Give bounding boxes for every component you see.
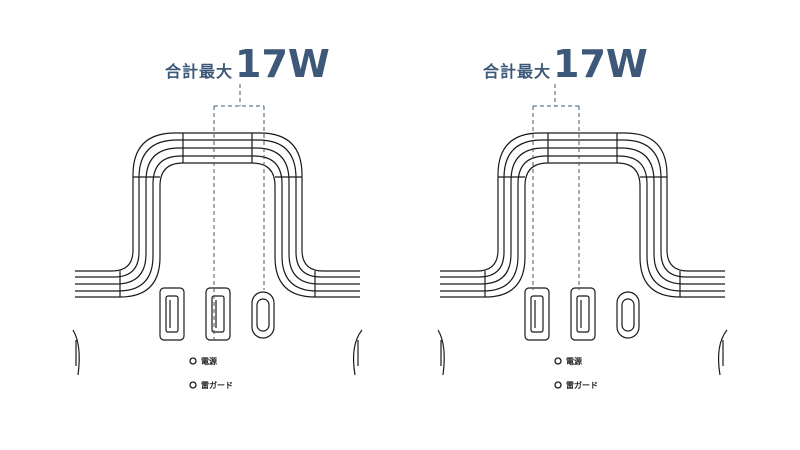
usb-c-port bbox=[251, 291, 275, 339]
surge-guard-led bbox=[189, 381, 197, 389]
power-led bbox=[554, 357, 562, 365]
power-led bbox=[189, 357, 197, 365]
surge-guard-indicator-label: 雷ガード bbox=[566, 381, 598, 390]
surge-guard-led bbox=[554, 381, 562, 389]
power-indicator-label: 電源 bbox=[566, 357, 582, 366]
callout-value: 17W bbox=[235, 42, 330, 86]
power-strip-drawing-left bbox=[72, 84, 363, 389]
cable-loop bbox=[75, 132, 360, 298]
power-indicator-label: 電源 bbox=[201, 357, 217, 366]
power-strip-panel-left: 合計最大17W 電源 雷ガード bbox=[72, 42, 363, 390]
power-strip-drawing-right bbox=[437, 84, 728, 389]
usb-a-port-1 bbox=[159, 287, 185, 341]
side-outlet-left bbox=[437, 329, 445, 376]
side-outlet-right bbox=[352, 329, 363, 376]
callout-label: 合計最大 bbox=[165, 62, 234, 81]
surge-guard-indicator-label: 雷ガード bbox=[201, 381, 233, 390]
power-strip-panel-right: 合計最大17W 電源 雷ガード bbox=[365, 0, 765, 450]
total-max-callout: 合計最大17W bbox=[165, 42, 330, 86]
usb-a-port-2 bbox=[570, 287, 596, 341]
total-max-callout: 合計最大17W bbox=[483, 42, 648, 86]
side-outlet-left bbox=[72, 329, 80, 376]
callout-bracket bbox=[532, 84, 580, 290]
usb-a-port-1 bbox=[524, 287, 550, 341]
usb-c-port bbox=[616, 291, 640, 339]
callout-label: 合計最大 bbox=[483, 62, 552, 81]
callout-value: 17W bbox=[553, 42, 648, 86]
cable-loop bbox=[440, 132, 725, 298]
callout-bracket bbox=[213, 84, 265, 340]
usb-a-port-2 bbox=[205, 287, 231, 341]
side-outlet-right bbox=[717, 329, 728, 376]
